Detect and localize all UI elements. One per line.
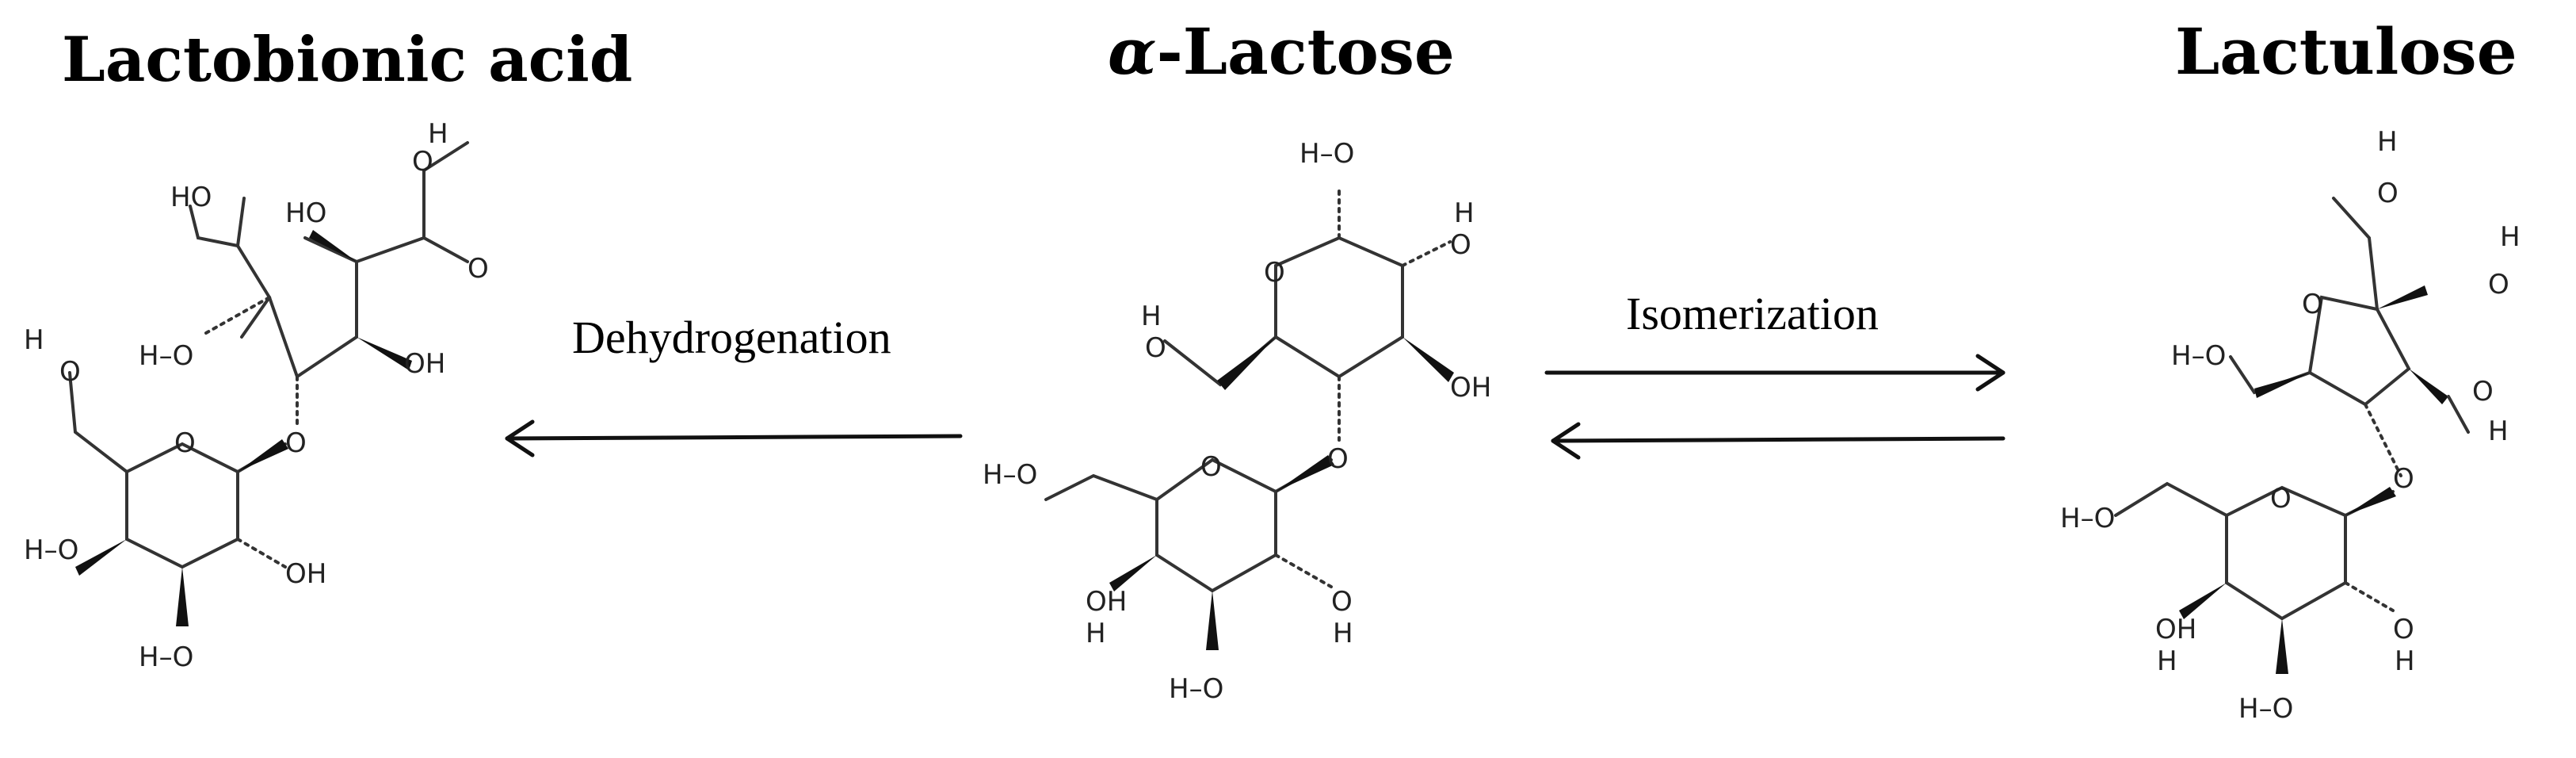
title-lactose-word: -Lactose xyxy=(1156,14,1455,89)
atom-lactulose-glycosidic-o: O xyxy=(2393,463,2414,495)
title-alpha-lactose: α-Lactose xyxy=(1108,14,1455,89)
atom-pyranose-ch2-oh: H–O xyxy=(2060,503,2115,534)
atom-ho-ring-bottom: H–O xyxy=(139,641,193,673)
atom-oh-right: OH xyxy=(404,348,445,380)
atom-lower-left-h: H xyxy=(1086,618,1106,649)
atom-ring-o: O xyxy=(174,427,196,459)
atom-lower-ch2-oh: H–O xyxy=(983,459,1037,491)
atom-upper-ring-o: O xyxy=(1264,257,1285,289)
molecule-lactulose: O H O H O O H H–O O O H–O OH H O H H–O xyxy=(2060,126,2521,725)
atom-acid-o: O xyxy=(412,146,433,178)
title-alpha-symbol: α xyxy=(1108,14,1157,89)
atom-furanose-left-ho: H–O xyxy=(2171,340,2226,372)
molecule-alpha-lactose: O H–O H O H O OH O O H–O OH H O H H–O xyxy=(983,138,1491,705)
atom-o-ch2-ring: O xyxy=(59,356,81,388)
atom-ho-left: H–O xyxy=(139,340,193,372)
atom-pyranose-left-oh: OH xyxy=(2155,614,2196,645)
atom-pyranose-left-h: H xyxy=(2157,645,2177,677)
atom-top-h: H xyxy=(2377,126,2398,158)
atom-top-o: O xyxy=(2377,178,2399,209)
atom-furanose-o: O xyxy=(2302,289,2323,320)
atom-lower-ring-o: O xyxy=(1200,451,1222,483)
label-isomerization: Isomerization xyxy=(1626,288,1879,339)
atom-upper-h: H xyxy=(1454,197,1475,229)
atom-carbonyl-o: O xyxy=(467,253,489,285)
atom-lower-right-h: H xyxy=(1333,618,1353,649)
atom-oh-top: HO xyxy=(285,197,326,229)
atom-anomeric-ho: H–O xyxy=(1299,138,1354,170)
atom-pyranose-bottom-oh: H–O xyxy=(2238,693,2293,725)
atom-furanose-bottom-o: O xyxy=(2472,376,2494,408)
arrow-dehydrogenation xyxy=(505,419,963,457)
molecule-lactobionic-acid: O O O O H HO HO OH H–O H O H–O OH H–O xyxy=(24,118,489,673)
atom-lower-left-oh: OH xyxy=(1086,586,1127,618)
atom-lower-right-o: O xyxy=(1331,586,1353,618)
title-lactobionic-acid: Lactobionic acid xyxy=(62,24,633,96)
atom-glycosidic-o: O xyxy=(1327,443,1349,475)
arrow-isomerization-forward xyxy=(1544,354,2005,392)
label-dehydrogenation: Dehydrogenation xyxy=(572,312,891,363)
atom-link-o: O xyxy=(285,427,307,459)
atom-acid-h: H xyxy=(428,118,448,150)
atom-upper-oh: OH xyxy=(1450,372,1491,404)
atom-h-ch2-ring: H xyxy=(24,324,44,356)
atom-upper-o: O xyxy=(1450,229,1471,261)
atom-ho-ring-left: H–O xyxy=(24,534,78,566)
atom-lower-bottom-oh: H–O xyxy=(1169,673,1223,705)
arrow-isomerization-reverse xyxy=(1551,422,2005,460)
atom-ch2-o: O xyxy=(1145,332,1166,364)
atom-pyranose-o: O xyxy=(2270,483,2292,515)
atom-pyranose-right-h: H xyxy=(2395,645,2415,677)
atom-oh-ring-right: OH xyxy=(285,558,326,590)
atom-oh-ch2: HO xyxy=(170,182,212,213)
title-lactulose: Lactulose xyxy=(2175,14,2517,89)
atom-ch2-h: H xyxy=(1141,301,1162,332)
atom-furanose-right-h: H xyxy=(2500,221,2521,253)
atom-furanose-right-o: O xyxy=(2488,269,2509,301)
atom-furanose-bottom-h: H xyxy=(2488,415,2509,447)
atom-pyranose-right-o: O xyxy=(2393,614,2414,645)
